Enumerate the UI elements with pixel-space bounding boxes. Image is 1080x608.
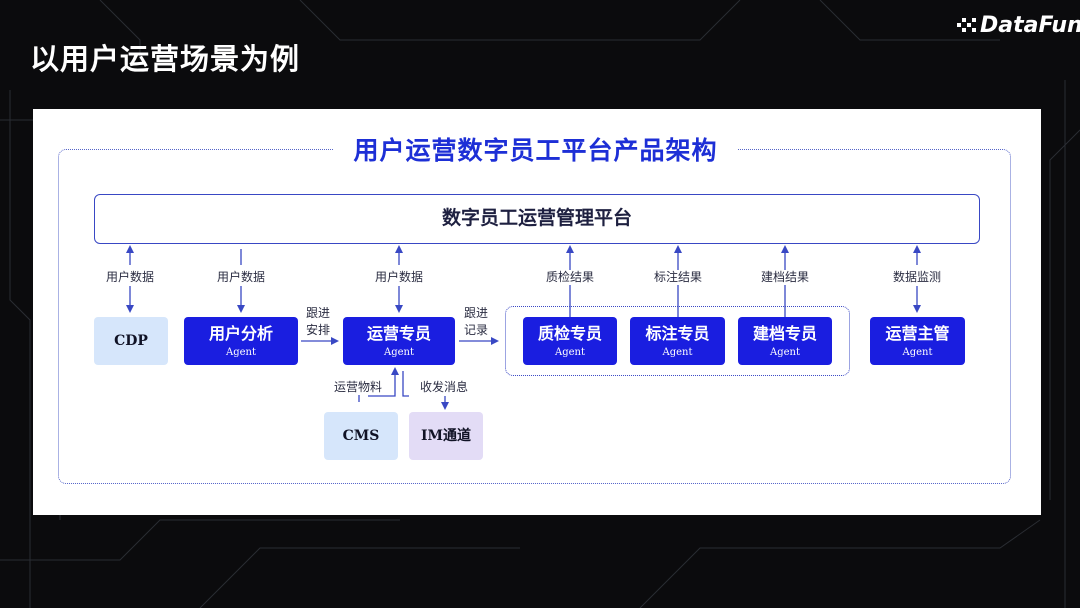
management-platform-bar: 数字员工运营管理平台 (94, 194, 980, 244)
node-im-channel: IM通道 (409, 412, 483, 460)
flow-label-archiving: 建档结果 (761, 270, 810, 285)
logo-text: DataFun. (980, 12, 1080, 38)
architecture-diagram-panel: 用户运营数字员工平台产品架构 数字员工运营管理平台 (33, 109, 1041, 515)
logo-pixel-icon (957, 14, 979, 36)
flow-label-user-analysis: 用户数据 (217, 270, 266, 285)
follow-arrange-label: 跟进 安排 (305, 306, 330, 337)
flow-label-manager: 数据监测 (893, 270, 942, 285)
node-qc-specialist-agent: 质检专员 Agent (523, 317, 617, 365)
specialist-group-border (505, 306, 850, 376)
slide-title: 以用户运营场景为例 (30, 42, 301, 76)
node-cdp: CDP (94, 317, 168, 365)
node-ops-manager-agent: 运营主管 Agent (870, 317, 965, 365)
flow-label-qc: 质检结果 (546, 270, 595, 285)
datafun-logo: DataFun. (957, 12, 1080, 38)
ops-materials-label: 运营物料 (334, 380, 383, 395)
flow-label-annotation: 标注结果 (654, 270, 703, 285)
node-cms: CMS (324, 412, 398, 460)
flow-label-cdp: 用户数据 (106, 270, 155, 285)
node-ops-specialist-agent: 运营专员 Agent (343, 317, 455, 365)
node-archiving-specialist-agent: 建档专员 Agent (738, 317, 832, 365)
send-receive-label: 收发消息 (420, 380, 469, 395)
messages-path (402, 371, 409, 397)
diagram-title: 用户运营数字员工平台产品架构 (333, 131, 738, 171)
flow-label-ops: 用户数据 (375, 270, 424, 285)
materials-arrow (368, 367, 399, 397)
node-annotation-specialist-agent: 标注专员 Agent (630, 317, 725, 365)
follow-record-label: 跟进 记录 (463, 306, 488, 337)
node-user-analysis-agent: 用户分析 Agent (184, 317, 298, 365)
